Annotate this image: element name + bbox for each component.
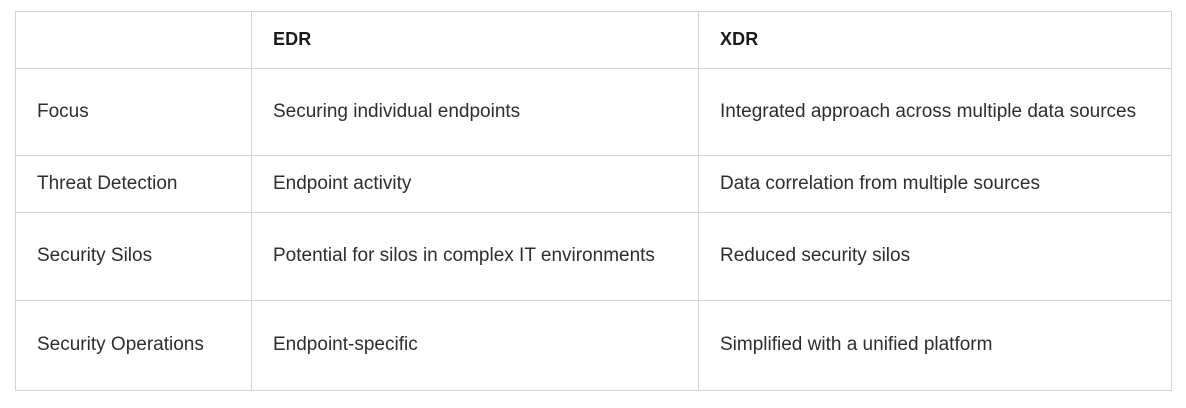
table-row: Threat Detection Endpoint activity Data …	[15, 155, 1172, 213]
table-row: Security Silos Potential for silos in co…	[15, 212, 1172, 301]
table-row: Focus Securing individual endpoints Inte…	[15, 68, 1172, 156]
row-attribute-cell: Focus	[15, 68, 252, 156]
row-edr-cell: Endpoint activity	[251, 155, 699, 213]
row-xdr-cell: Simplified with a unified platform	[698, 300, 1172, 391]
table-header-row: EDR XDR	[15, 11, 1172, 69]
row-attribute-cell: Threat Detection	[15, 155, 252, 213]
cell-text: Simplified with a unified platform	[720, 334, 993, 356]
table-header: EDR XDR	[15, 11, 1172, 69]
cell-text: Integrated approach across multiple data…	[720, 100, 1137, 122]
comparison-table-container: EDR XDR Focus Securing individual endpoi…	[15, 11, 1172, 391]
row-edr-cell: Potential for silos in complex IT enviro…	[251, 212, 699, 301]
cell-text: Securing individual endpoints	[273, 100, 521, 122]
row-xdr-cell: Integrated approach across multiple data…	[698, 68, 1172, 156]
xdr-column-header: XDR	[698, 11, 1172, 69]
row-xdr-cell: Reduced security silos	[698, 212, 1172, 301]
attribute-column-header	[15, 11, 252, 69]
row-xdr-cell: Data correlation from multiple sources	[698, 155, 1172, 213]
cell-text: Endpoint-specific	[273, 334, 418, 356]
row-edr-cell: Endpoint-specific	[251, 300, 699, 391]
row-attribute-cell: Security Operations	[15, 300, 252, 391]
cell-text: Endpoint activity	[273, 172, 412, 194]
row-attribute-cell: Security Silos	[15, 212, 252, 301]
cell-text: Reduced security silos	[720, 245, 911, 267]
table-row: Security Operations Endpoint-specific Si…	[15, 300, 1172, 391]
edr-column-header: EDR	[251, 11, 699, 69]
cell-text: Potential for silos in complex IT enviro…	[273, 245, 655, 267]
cell-text: Security Silos	[37, 245, 153, 267]
cell-text: Focus	[37, 100, 89, 122]
edr-xdr-comparison-table: EDR XDR Focus Securing individual endpoi…	[15, 11, 1172, 391]
row-edr-cell: Securing individual endpoints	[251, 68, 699, 156]
table-body: Focus Securing individual endpoints Inte…	[15, 68, 1172, 391]
cell-text: Threat Detection	[37, 172, 178, 194]
cell-text: Security Operations	[37, 334, 204, 356]
cell-text: Data correlation from multiple sources	[720, 172, 1040, 194]
